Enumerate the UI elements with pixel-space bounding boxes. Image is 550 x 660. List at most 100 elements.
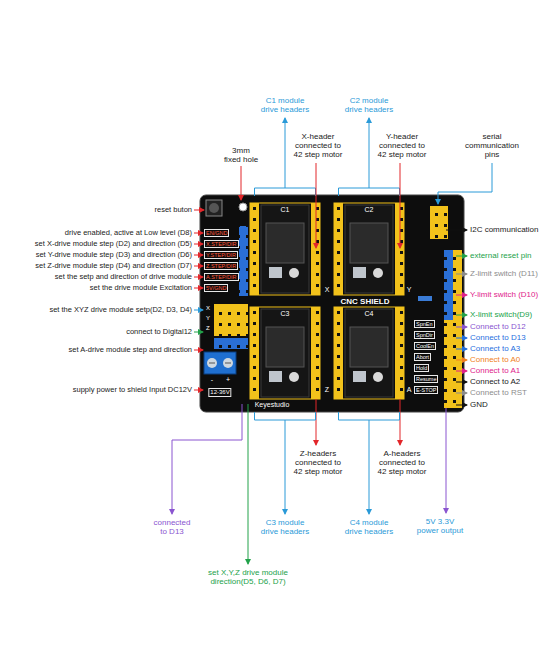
callout-label: Connect to D12 [470, 322, 526, 331]
callout-label: Connect to A0 [470, 355, 520, 364]
silkscreen-label: C2 [365, 206, 374, 214]
silkscreen-box-label: Hold [414, 364, 429, 372]
leader-line [456, 393, 467, 394]
driver-socket [250, 203, 320, 295]
header-bracket [255, 188, 316, 196]
callout-label: drive enabled, active at Low level (D8) [65, 229, 192, 238]
leader-line [194, 277, 203, 278]
callout-label: GND [470, 400, 488, 409]
callout-label: 5V 3.3V power output [416, 517, 465, 535]
callout-label: reset buton [154, 206, 192, 215]
silkscreen-box-label: SpnDir [414, 331, 435, 339]
callout-label: 3mm fixed hole [223, 146, 259, 164]
leader-line [285, 118, 286, 188]
leader-line [456, 295, 467, 296]
silkscreen-label: X [206, 305, 210, 312]
callout-label: Z-limit switch (D11) [470, 269, 538, 278]
callout-label: Y-header connected to 42 step motor [375, 132, 429, 160]
leader-line [194, 210, 204, 211]
silkscreen-label: X [325, 286, 330, 294]
reset-button [206, 200, 222, 216]
callout-label: X-header connected to 42 step motor [291, 132, 345, 160]
leader-line [194, 332, 203, 333]
header-bracket [339, 188, 400, 196]
silkscreen-box-label: Y.STEP/DIR [204, 251, 238, 259]
driver-socket [250, 307, 320, 399]
silkscreen-label: + [226, 376, 230, 384]
callout-label: set X,Y,Z drive module direction(D5, D6,… [186, 568, 311, 586]
silkscreen-box-label: X.STEP/DIR [204, 240, 239, 248]
leader-line [285, 420, 286, 514]
pcb-board [200, 195, 464, 412]
leader-line [316, 163, 317, 248]
callout-label: serial communication pins [460, 132, 524, 160]
limit-header [444, 250, 453, 320]
leader-line [456, 274, 467, 275]
silkscreen-box-label: CoolEn [414, 342, 436, 350]
silkscreen-box-label: Resume [414, 375, 438, 383]
callout-label: Connect to A3 [470, 344, 520, 353]
callout-label: C1 module drive headers [259, 96, 311, 114]
callout-label: set the XYZ drive module setp(D2, D3, D4… [49, 306, 192, 315]
leader-line [456, 315, 467, 316]
leader-line [456, 382, 467, 383]
silkscreen-box-label: EN/GND [204, 229, 229, 237]
jumper-header [239, 226, 248, 296]
leader-line [446, 408, 447, 513]
screw-slot [209, 363, 231, 364]
silkscreen-label: C4 [365, 310, 374, 318]
silkscreen-box-label: Abort [414, 353, 431, 361]
leader-line [400, 399, 401, 445]
leader-line [369, 118, 370, 188]
silkscreen-label: Y [206, 315, 210, 322]
silkscreen-box-label: 5V/GND [204, 284, 228, 292]
leader-line [446, 230, 467, 231]
callout-label: A-headers connected to 42 step motor [375, 449, 429, 477]
driver-socket [334, 203, 404, 295]
silkscreen-label: Z [325, 386, 329, 394]
leader-line [456, 256, 467, 257]
leader-line [456, 349, 467, 350]
callout-label: Connect to RST [470, 388, 527, 397]
callout-label: set the drive module Excitation [90, 284, 192, 293]
callout-label: C2 module drive headers [343, 96, 395, 114]
callout-label: set Z-drive module step (D4) and directi… [35, 262, 192, 271]
silkscreen-box-label: A.STEP/DIR [204, 273, 239, 281]
mounting-hole [239, 203, 247, 211]
callout-label: set the setp and direction of drive modu… [55, 273, 192, 282]
leader-line [194, 255, 203, 256]
silkscreen-label: CNC SHIELD [341, 297, 390, 306]
reset-button-cap [209, 203, 219, 213]
silkscreen-label: Z [206, 325, 210, 332]
control-header [444, 320, 462, 408]
leader-line [241, 166, 242, 200]
silkscreen-box-label: 12-36V [208, 388, 231, 397]
callout-label: X-limit switch(D9) [470, 310, 532, 319]
leader-line [456, 405, 467, 406]
silkscreen-box-label: SpnEn [414, 320, 435, 328]
silkscreen-label: Y [407, 286, 412, 294]
leader-line [194, 310, 203, 311]
leader-line [369, 420, 370, 514]
leader-line [194, 233, 203, 234]
leader-line [400, 163, 401, 248]
callout-label: connected to D13 [151, 518, 193, 536]
leader-line [456, 360, 467, 361]
silkscreen-label: Keyestudio [255, 401, 290, 409]
leader-line [194, 266, 203, 267]
jumper-header [214, 304, 248, 336]
callout-label: Y-limit switch (D10) [470, 290, 538, 299]
silkscreen-label: C3 [281, 310, 290, 318]
leader-line [172, 404, 242, 514]
header-bracket [339, 412, 400, 420]
leader-line [248, 404, 249, 564]
leader-line [194, 390, 203, 391]
leader-line [456, 338, 467, 339]
silkscreen-label: C1 [281, 206, 290, 214]
leader-line [316, 399, 317, 445]
leader-line [194, 244, 203, 245]
callout-label: Connect to D13 [470, 333, 526, 342]
resistor-symbol [418, 296, 432, 301]
i2c-header [430, 206, 448, 239]
callout-label: Connect to A1 [470, 366, 520, 375]
